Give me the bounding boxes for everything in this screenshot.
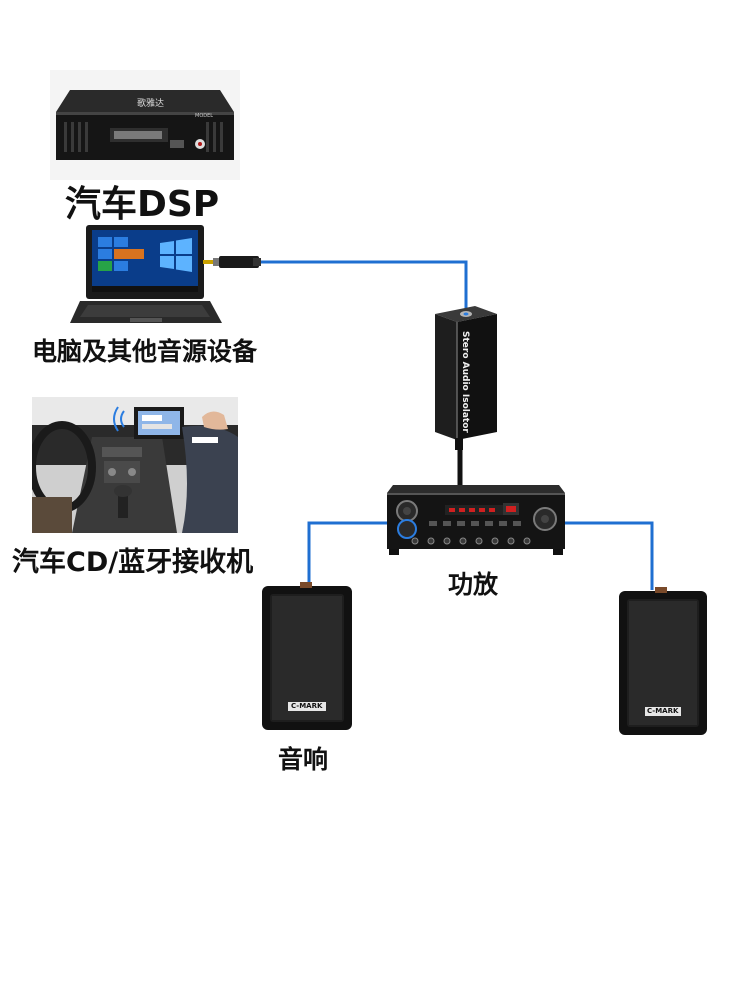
- label-car-dsp: 汽车DSP: [65, 175, 219, 227]
- wire-amplifier-to-right-speaker: [565, 523, 652, 590]
- speaker-right-badge: C-MARK: [647, 707, 678, 715]
- amplifier-device: [385, 485, 567, 555]
- isolator-printed-text: Stero Audio Isolator: [460, 331, 470, 431]
- car-dsp-device: [50, 70, 240, 180]
- label-speaker: 音响: [278, 740, 328, 776]
- dsp-logo-text: 歌雅达: [137, 96, 164, 109]
- label-amplifier: 功放: [448, 565, 498, 601]
- label-computer: 电脑及其他音源设备: [32, 332, 257, 368]
- dsp-model-text: MODEL: [195, 113, 213, 119]
- wire-amplifier-to-left-speaker: [309, 523, 388, 585]
- car-interior-photo: [32, 397, 238, 533]
- laptop-device: [70, 225, 225, 327]
- speaker-left-badge: C-MARK: [291, 702, 322, 710]
- audio-plug-icon: [203, 252, 263, 272]
- label-car-cd: 汽车CD/蓝牙接收机: [12, 540, 253, 579]
